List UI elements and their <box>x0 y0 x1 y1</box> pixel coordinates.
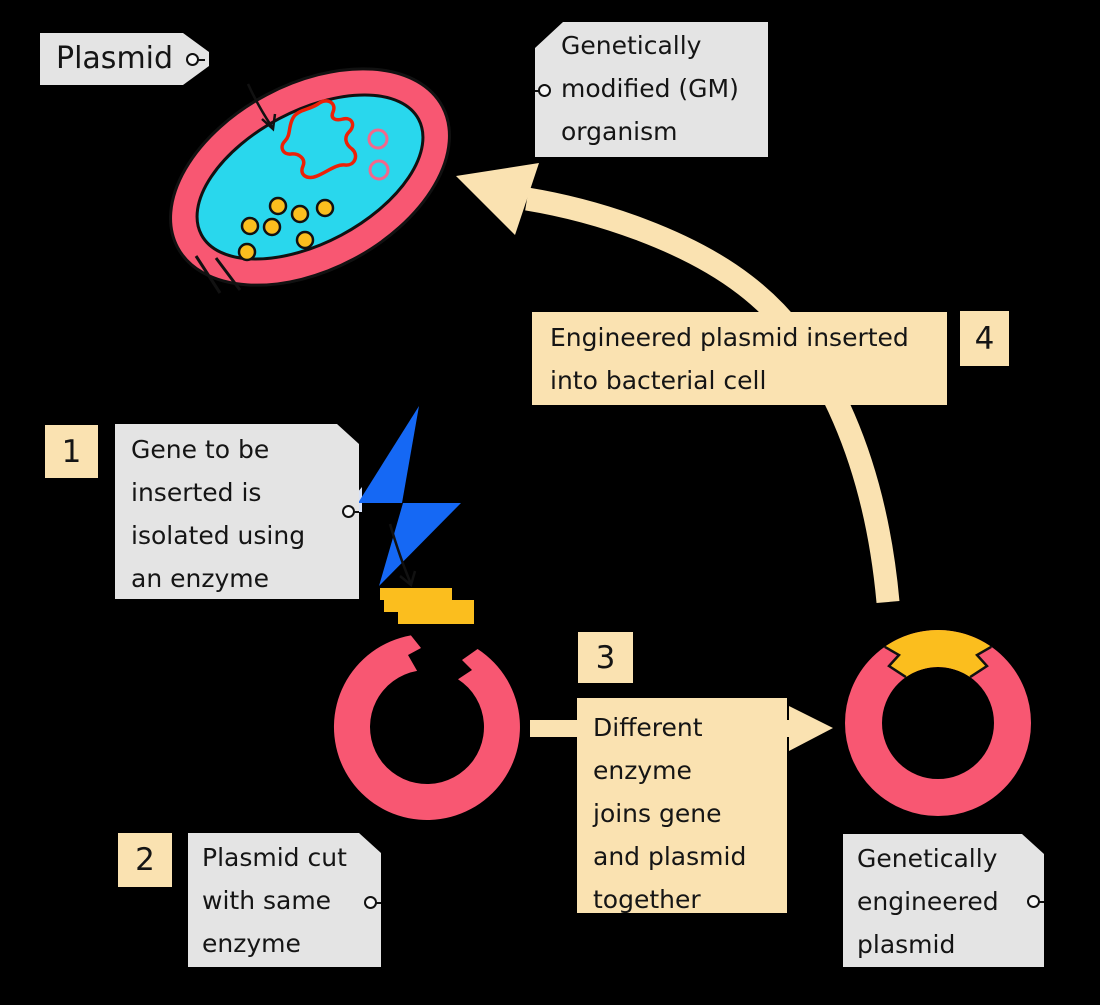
small-ring-icon <box>368 159 390 181</box>
tag-hole-icon <box>535 84 551 97</box>
membrane-septum-line <box>214 257 242 291</box>
small-ring-icon <box>367 128 389 150</box>
plasmid-pointer-arrow-icon <box>246 83 277 132</box>
step-1-number-text: 1 <box>61 433 82 470</box>
tag-hole-icon <box>186 53 199 66</box>
gene-pointer-arrow-icon <box>388 523 417 588</box>
cut-plasmid-icon <box>333 635 520 821</box>
gene-fragment-icon <box>380 588 474 624</box>
ribosome-dots-icon <box>237 196 335 262</box>
tag-hole-icon <box>1027 895 1040 908</box>
tag-hole-icon <box>342 505 355 518</box>
bacterial-cell <box>169 67 451 294</box>
step-1-number: 1 <box>45 425 98 478</box>
plasmid-label-text: Plasmid <box>56 41 174 76</box>
step-2-number-text: 2 <box>135 842 155 878</box>
membrane-septum-line <box>194 255 222 294</box>
step-4-number-text: 4 <box>974 320 995 357</box>
engineered-plasmid-icon <box>845 630 1031 816</box>
step-3-number: 3 <box>578 632 633 683</box>
step-4-number: 4 <box>960 311 1009 366</box>
plasmid-loop-icon <box>280 99 358 180</box>
step-2-number: 2 <box>118 833 172 887</box>
step-3-number-text: 3 <box>595 639 616 676</box>
plasmid-label: Plasmid <box>40 33 209 85</box>
tag-hole-icon <box>364 896 377 909</box>
curved-arrow-icon <box>456 163 900 604</box>
